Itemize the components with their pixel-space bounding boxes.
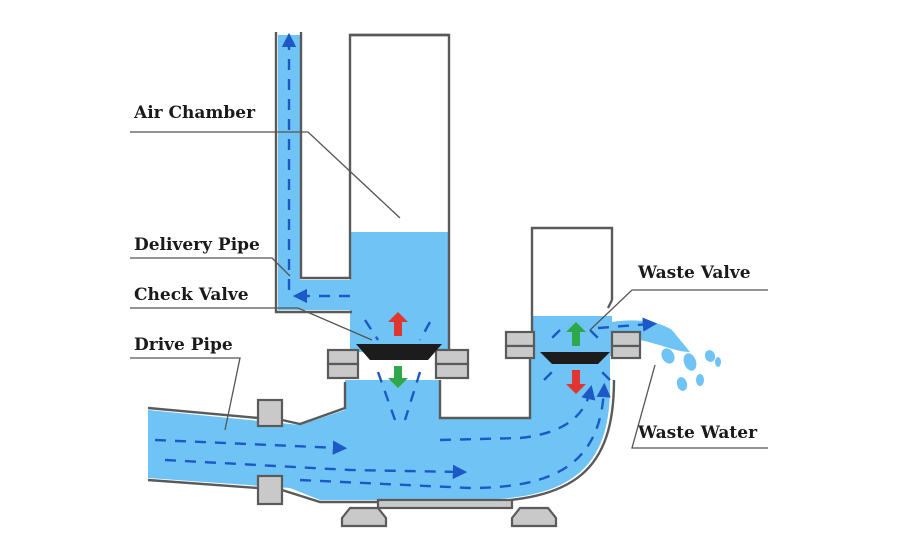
waste-valve-up-arrow	[566, 322, 586, 346]
drive-pipe-wall	[147, 382, 347, 426]
waste-valve-down-arrow	[566, 370, 586, 394]
check-valve-down-arrow	[388, 366, 408, 388]
flow-arrows	[154, 32, 658, 490]
waste-valve-disc	[540, 352, 610, 364]
label-waste-water: Waste Water	[637, 423, 758, 443]
delivery-pipe-water	[278, 35, 300, 310]
label-waste-valve: Waste Valve	[637, 263, 751, 283]
drive-pipe-water	[148, 350, 611, 500]
label-air-chamber: Air Chamber	[133, 103, 256, 123]
label-drive-pipe: Drive Pipe	[134, 335, 233, 355]
label-check-valve: Check Valve	[134, 285, 249, 305]
waste-water-droplets	[661, 348, 721, 391]
leader-lines	[130, 131, 768, 449]
waste-water-spray	[612, 320, 690, 352]
waste-valve-flanges	[504, 330, 642, 360]
check-valve-flanges	[326, 348, 470, 380]
drive-pipe-coupling	[256, 398, 284, 506]
delivery-pipe-wall	[274, 32, 451, 350]
base-feet	[340, 498, 558, 528]
check-valve-up-arrow	[388, 312, 408, 336]
check-valve-disc	[356, 344, 442, 360]
label-delivery-pipe: Delivery Pipe	[134, 235, 260, 255]
waste-valve-chamber	[530, 226, 614, 338]
